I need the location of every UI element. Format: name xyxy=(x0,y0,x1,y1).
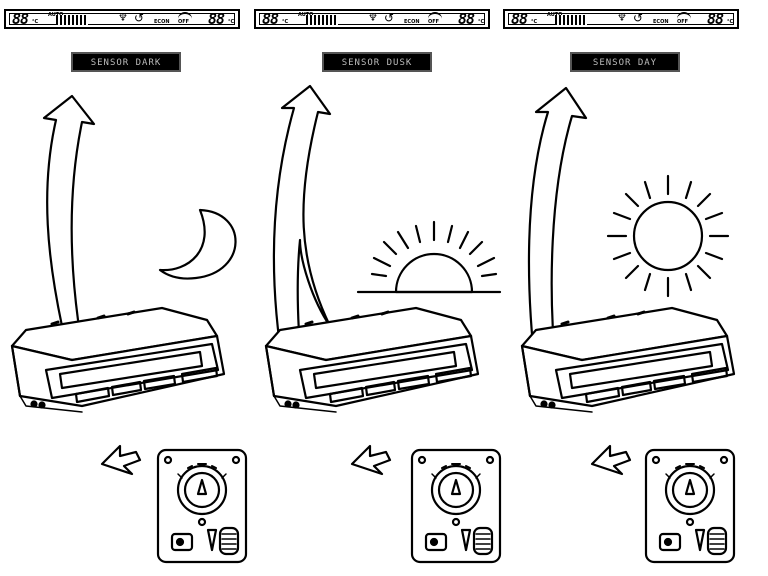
lcd-celsius-left: °C xyxy=(32,19,39,25)
recirc-icon: ↺ xyxy=(134,11,145,25)
lcd-right-temp: 88 xyxy=(707,10,724,28)
sensor-message-2: SENSOR DUSK xyxy=(322,52,432,72)
recirc-icon: ↺ xyxy=(384,11,395,25)
lcd-celsius-right: °C xyxy=(478,19,485,25)
lcd-display-2: 88 °C AUTO ♆ ↺ ECON OFF 88 °C xyxy=(254,9,490,29)
fan-bars-icon xyxy=(555,15,587,25)
lcd-left-temp: 88 xyxy=(12,10,29,28)
lcd-off-label: OFF xyxy=(428,19,440,25)
sensor-message-text: SENSOR DAY xyxy=(592,58,658,68)
fan-icon: ♆ xyxy=(617,11,627,24)
defrost-icon xyxy=(428,12,442,19)
lcd-auto-label: AUTO xyxy=(547,13,562,18)
lcd-left-temp: 88 xyxy=(262,10,279,28)
defrost-icon xyxy=(178,12,192,19)
lcd-celsius-right: °C xyxy=(727,19,734,25)
lcd-auto-label: AUTO xyxy=(298,13,313,18)
sunrise-icon xyxy=(356,220,502,294)
sun-icon xyxy=(606,174,730,298)
climate-control-unit-1 xyxy=(10,306,226,414)
lcd-right-temp: 88 xyxy=(458,10,475,28)
recirc-icon: ↺ xyxy=(633,11,644,25)
fan-icon: ♆ xyxy=(118,11,128,24)
moon-icon xyxy=(158,208,237,280)
lcd-econ-label: ECON xyxy=(653,19,669,25)
sensor-message-text: SENSOR DARK xyxy=(90,58,162,68)
lcd-auto-label: AUTO xyxy=(48,13,63,18)
pointer-arrow-2 xyxy=(350,444,392,476)
airflow-arrow-3 xyxy=(527,86,588,376)
lcd-econ-label: ECON xyxy=(154,19,170,25)
lcd-econ-label: ECON xyxy=(404,19,420,25)
fan-bars-icon xyxy=(56,15,88,25)
fan-icon: ♆ xyxy=(368,11,378,24)
light-switch-panel-1 xyxy=(156,448,248,564)
sensor-message-text: SENSOR DUSK xyxy=(341,58,413,68)
lcd-display-1: 88 °C AUTO ♆ ↺ ECON OFF 88 °C xyxy=(4,9,240,29)
airflow-arrow-1 xyxy=(42,94,96,328)
pointer-arrow-3 xyxy=(590,444,632,476)
lcd-celsius-left: °C xyxy=(282,19,289,25)
sensor-message-1: SENSOR DARK xyxy=(71,52,181,72)
sensor-message-3: SENSOR DAY xyxy=(570,52,680,72)
defrost-icon xyxy=(677,12,691,19)
light-switch-panel-3 xyxy=(644,448,736,564)
light-switch-panel-2 xyxy=(410,448,502,564)
climate-control-unit-3 xyxy=(520,306,736,414)
fan-bars-icon xyxy=(306,15,338,25)
lcd-right-temp: 88 xyxy=(208,10,225,28)
lcd-celsius-right: °C xyxy=(228,19,235,25)
pointer-arrow-1 xyxy=(100,444,142,476)
lcd-off-label: OFF xyxy=(178,19,190,25)
airflow-arrow-2 xyxy=(272,84,332,374)
lcd-off-label: OFF xyxy=(677,19,689,25)
lcd-display-3: 88 °C AUTO ♆ ↺ ECON OFF 88 °C xyxy=(503,9,739,29)
lcd-left-temp: 88 xyxy=(511,10,528,28)
lcd-celsius-left: °C xyxy=(531,19,538,25)
